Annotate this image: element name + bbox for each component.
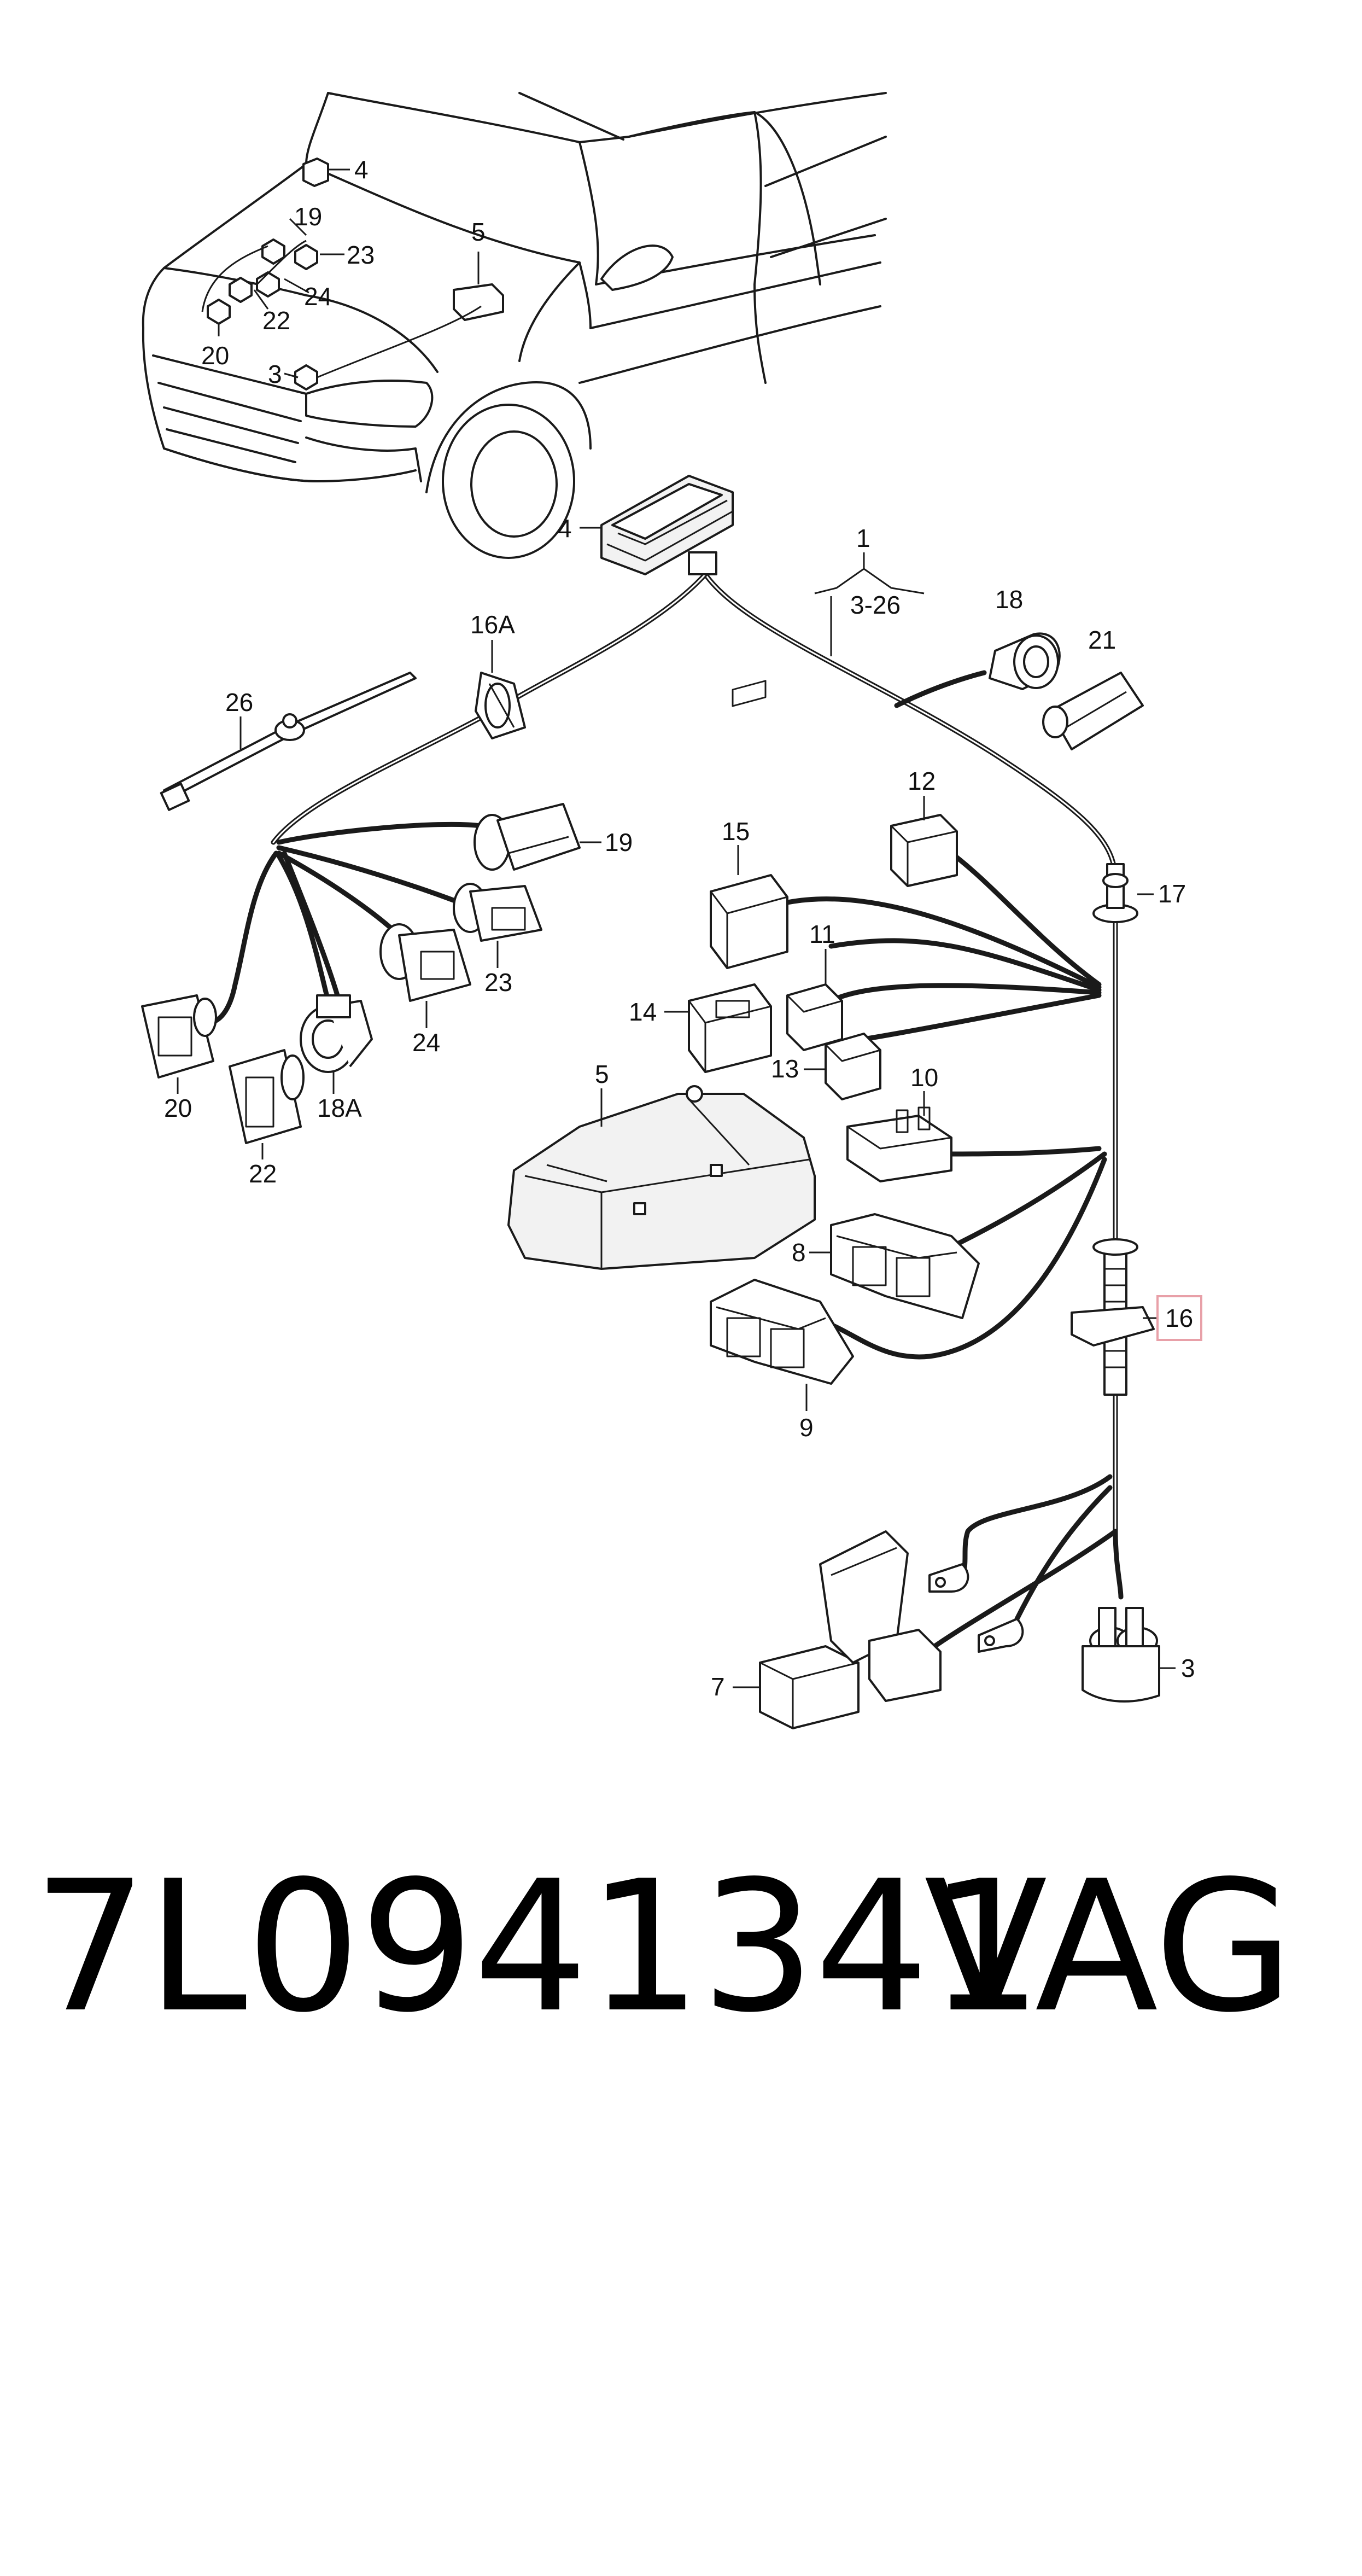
callout-4-top: 4	[354, 155, 369, 184]
part-number: 7L0941341	[33, 1842, 1043, 2052]
callout-19-top: 19	[294, 202, 322, 231]
callout-20: 20	[164, 1094, 192, 1122]
components	[141, 475, 1160, 1729]
relay-socket-15	[710, 680, 788, 969]
housing-18	[989, 632, 1061, 690]
control-unit-5	[507, 1085, 816, 1270]
callout-19: 19	[605, 828, 633, 856]
callout-18a: 18A	[317, 1094, 362, 1122]
callout-11: 11	[809, 920, 835, 948]
callout-3-26: 3-26	[850, 591, 901, 619]
callout-17: 17	[1158, 879, 1186, 908]
callout-15: 15	[722, 817, 750, 846]
grommet-16a	[475, 672, 526, 739]
connector-4	[600, 475, 734, 575]
grommet-16	[1071, 1238, 1155, 1396]
part-number-footer: 7L0941341 VAG	[33, 1821, 1323, 2073]
harness-wires	[205, 572, 1124, 1687]
callout-16a: 16A	[470, 610, 515, 639]
callout-10: 10	[910, 1063, 938, 1092]
housing-18a	[300, 994, 373, 1073]
callout-4-mid: 4	[558, 514, 572, 543]
relay-carrier-10	[846, 1106, 952, 1182]
callout-18: 18	[995, 585, 1023, 614]
callout-13: 13	[771, 1054, 799, 1083]
callout-24-top: 24	[304, 282, 332, 311]
callout-22: 22	[249, 1159, 277, 1188]
callout-3-top: 3	[268, 360, 282, 388]
connector-24	[379, 923, 471, 1002]
callout-22-top: 22	[262, 306, 290, 335]
callout-labels: 4 19 23 24 22 20 3 5 4 1 3-26 18 21 16A …	[164, 155, 1195, 1701]
vehicle-outline	[142, 92, 887, 559]
connector-20	[141, 994, 217, 1079]
wiring-harness-diagram: 4 19 23 24 22 20 3 5 4 1 3-26 18 21 16A …	[141, 92, 1202, 1729]
callout-3: 3	[1181, 1654, 1195, 1682]
connector-19	[474, 803, 581, 871]
callout-23: 23	[484, 968, 512, 996]
ring-terminals	[928, 1563, 1024, 1653]
battery-terminal-3	[1082, 1607, 1160, 1703]
callout-5: 5	[595, 1060, 609, 1088]
relay-socket-13	[825, 1033, 881, 1100]
relay-assembly-7	[759, 1530, 942, 1729]
callout-26: 26	[225, 688, 253, 716]
callout-24: 24	[412, 1028, 440, 1057]
grommet-17	[1092, 863, 1138, 923]
callout-21: 21	[1088, 626, 1116, 654]
brand-label: VAG	[924, 1842, 1294, 2052]
callout-7: 7	[711, 1672, 725, 1701]
relay-socket-12	[890, 814, 958, 887]
callout-16: 16	[1165, 1304, 1193, 1332]
callout-23-top: 23	[347, 241, 375, 269]
connector-23	[453, 883, 542, 942]
fuse-holder-8	[830, 1213, 980, 1319]
connector-21	[1042, 672, 1144, 750]
leader-lines	[177, 168, 1176, 1688]
callout-20-top: 20	[201, 341, 229, 370]
connector-22	[229, 1049, 305, 1144]
fuse-holder-9	[710, 1279, 854, 1385]
callout-12: 12	[908, 767, 936, 795]
callout-14: 14	[629, 998, 657, 1026]
callout-9: 9	[799, 1413, 814, 1442]
callout-8: 8	[792, 1238, 806, 1267]
callout-16-highlight	[1156, 1295, 1202, 1341]
relay-socket-14	[688, 983, 772, 1073]
callout-1: 1	[856, 524, 870, 552]
relay-socket-11	[786, 983, 843, 1051]
cable-tie-26	[160, 672, 417, 811]
callout-5-top: 5	[471, 218, 486, 246]
